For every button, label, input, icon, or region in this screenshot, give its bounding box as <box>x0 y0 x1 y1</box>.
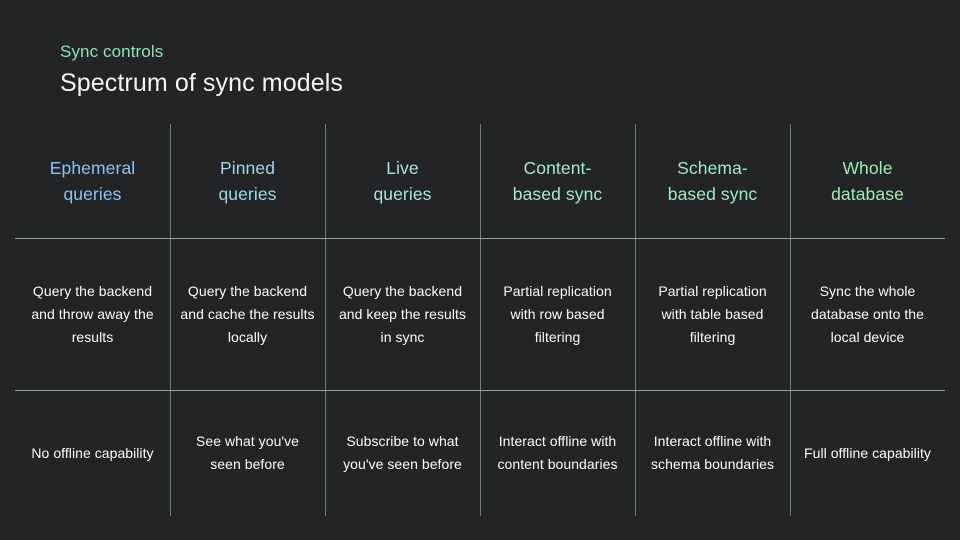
column-header-ephemeral-queries: Ephemeral queries <box>15 124 170 238</box>
description-cell-schema-based-sync: Partial replication with table based fil… <box>635 238 790 390</box>
sync-models-matrix: Ephemeral queries Pinned queries Live qu… <box>15 124 945 516</box>
column-header-content-based-sync: Content- based sync <box>480 124 635 238</box>
description-cell-live-queries: Query the backend and keep the results i… <box>325 238 480 390</box>
column-header-line2: queries <box>63 184 122 204</box>
column-header-line1: Whole <box>842 158 893 178</box>
offline-cell-live-queries: Subscribe to what you've seen before <box>325 390 480 516</box>
cell-text: Interact offline with content boundaries <box>497 433 618 472</box>
description-cell-ephemeral-queries: Query the backend and throw away the res… <box>15 238 170 390</box>
cell-text: Partial replication with row based filte… <box>503 282 612 345</box>
slide-eyebrow: Sync controls <box>60 42 164 61</box>
column-header-schema-based-sync: Schema- based sync <box>635 124 790 238</box>
column-header-line2: based sync <box>667 184 758 204</box>
column-header-line1: Ephemeral <box>49 158 136 178</box>
column-header-line2: queries <box>373 184 432 204</box>
offline-cell-pinned-queries: See what you've seen before <box>170 390 325 516</box>
description-cell-whole-database: Sync the whole database onto the local d… <box>790 238 945 390</box>
cell-text: See what you've seen before <box>195 433 300 472</box>
description-cell-pinned-queries: Query the backend and cache the results … <box>170 238 325 390</box>
cell-text: Query the backend and keep the results i… <box>338 282 467 345</box>
column-header-line1: Schema- <box>677 158 748 178</box>
column-header-live-queries: Live queries <box>325 124 480 238</box>
cell-text: Query the backend and cache the results … <box>180 282 315 345</box>
offline-cell-ephemeral-queries: No offline capability <box>15 390 170 516</box>
cell-text: Sync the whole database onto the local d… <box>811 282 924 345</box>
cell-text: Subscribe to what you've seen before <box>343 433 462 472</box>
offline-cell-schema-based-sync: Interact offline with schema boundaries <box>635 390 790 516</box>
description-row-divider <box>15 390 945 391</box>
column-header-line2: database <box>831 184 904 204</box>
offline-cell-content-based-sync: Interact offline with content boundaries <box>480 390 635 516</box>
column-header-line2: queries <box>218 184 277 204</box>
column-header-line1: Pinned <box>219 158 276 178</box>
cell-text: Interact offline with schema boundaries <box>650 433 775 472</box>
column-header-line1: Live <box>386 158 419 178</box>
offline-cell-whole-database: Full offline capability <box>790 390 945 516</box>
description-cell-content-based-sync: Partial replication with row based filte… <box>480 238 635 390</box>
cell-text: Full offline capability <box>804 444 931 461</box>
column-header-line1: Content- <box>523 158 592 178</box>
column-header-line2: based sync <box>512 184 603 204</box>
cell-text: Query the backend and throw away the res… <box>31 282 154 345</box>
column-header-whole-database: Whole database <box>790 124 945 238</box>
cell-text: Partial replication with table based fil… <box>658 282 767 345</box>
cell-text: No offline capability <box>31 444 154 461</box>
column-header-pinned-queries: Pinned queries <box>170 124 325 238</box>
slide-title-block: Sync controls Spectrum of sync models <box>60 40 343 100</box>
header-row-divider <box>15 238 945 239</box>
page-title: Spectrum of sync models <box>60 69 343 97</box>
